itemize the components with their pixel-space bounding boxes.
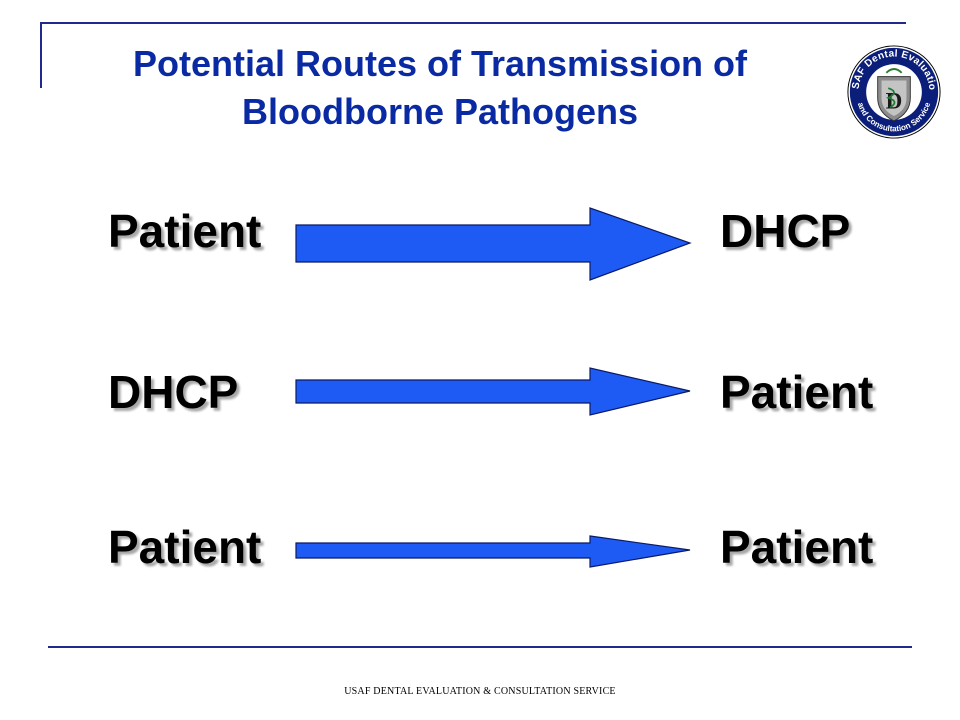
footer-text: USAF DENTAL EVALUATION & CONSULTATION SE…	[344, 686, 616, 697]
arrow-route-2	[295, 367, 691, 416]
title-line-1: Potential Routes of Transmission of	[132, 43, 748, 84]
route-2-target: Patient	[720, 366, 874, 418]
route-2-source: DHCP	[108, 366, 239, 418]
slide-title: Potential Routes of Transmission of Bloo…	[40, 40, 840, 136]
arrow-route-3	[295, 535, 691, 568]
title-line-2: Bloodborne Pathogens	[242, 91, 638, 132]
left-rule	[40, 22, 42, 88]
top-rule	[40, 22, 906, 24]
arrow-route-1	[295, 207, 692, 281]
usaf-dental-seal-logo: USAF Dental Evaluation and Consultation …	[846, 44, 941, 139]
route-1-target: DHCP	[720, 205, 851, 257]
route-1-source: Patient	[108, 205, 262, 257]
bottom-rule	[48, 646, 912, 648]
route-3-source: Patient	[108, 521, 262, 573]
route-3-target: Patient	[720, 521, 874, 573]
